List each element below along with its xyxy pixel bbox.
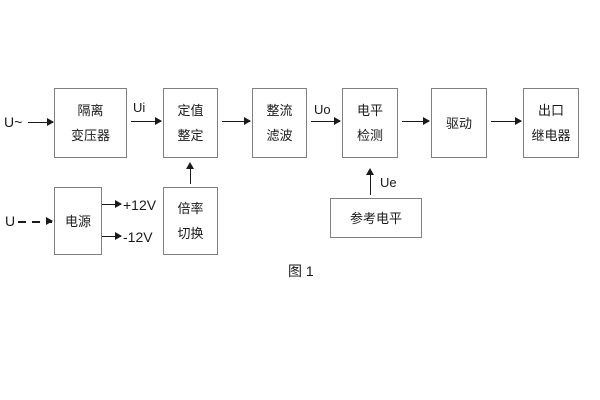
label-u-dc: U — [5, 213, 16, 229]
arrow-multiplier-to-setting — [185, 162, 194, 184]
block-label: 隔离 — [77, 103, 104, 118]
block-drive: 驱动 — [431, 88, 487, 158]
block-label: 电平 — [356, 103, 383, 118]
block-rectify-filter: 整流 滤波 — [252, 88, 307, 158]
block-label: 滤波 — [266, 128, 293, 143]
block-label: 整定 — [177, 128, 204, 143]
arrow-drive-to-relay — [491, 116, 522, 125]
block-reference-level: 参考电平 — [330, 198, 422, 238]
block-multiplier-switch: 倍率 切换 — [163, 187, 218, 255]
figure-caption: 图 1 — [288, 263, 314, 279]
block-label: 出口 — [537, 103, 564, 118]
block-value-setting: 定值 整定 — [163, 88, 218, 158]
arrow-setting-to-rectifier — [222, 116, 251, 125]
arrow-rectifier-to-detect — [311, 116, 341, 125]
arrow-detect-to-drive — [402, 116, 430, 125]
arrow-udc-to-power — [18, 217, 53, 225]
label-ui: Ui — [133, 100, 146, 115]
arrow-power-plus12v — [102, 199, 122, 208]
label-uo: Uo — [314, 102, 331, 117]
block-level-detect: 电平 检测 — [342, 88, 398, 158]
block-label: 定值 — [177, 103, 204, 118]
arrow-uac-to-transformer — [28, 117, 54, 126]
block-label: 整流 — [266, 103, 293, 118]
block-label: 参考电平 — [349, 210, 402, 226]
block-label: 检测 — [356, 128, 383, 143]
arrow-power-minus12v — [102, 231, 122, 240]
block-label: 电源 — [64, 213, 91, 229]
block-label: 倍率 — [177, 201, 204, 216]
label-u-ac: U~ — [4, 114, 23, 130]
label-plus-12v: +12V — [123, 197, 157, 213]
label-minus-12v: -12V — [123, 229, 153, 245]
arrow-transformer-to-setting — [131, 116, 162, 125]
block-label: 驱动 — [445, 115, 472, 131]
block-power-supply: 电源 — [54, 187, 102, 255]
label-ue: Ue — [380, 175, 397, 190]
block-output-relay: 出口 继电器 — [523, 88, 579, 158]
block-isolation-transformer: 隔离 变压器 — [54, 88, 127, 158]
arrow-reference-to-detect — [365, 168, 374, 195]
block-label: 继电器 — [531, 128, 571, 143]
block-label: 切换 — [177, 226, 204, 241]
block-label: 变压器 — [70, 128, 110, 143]
